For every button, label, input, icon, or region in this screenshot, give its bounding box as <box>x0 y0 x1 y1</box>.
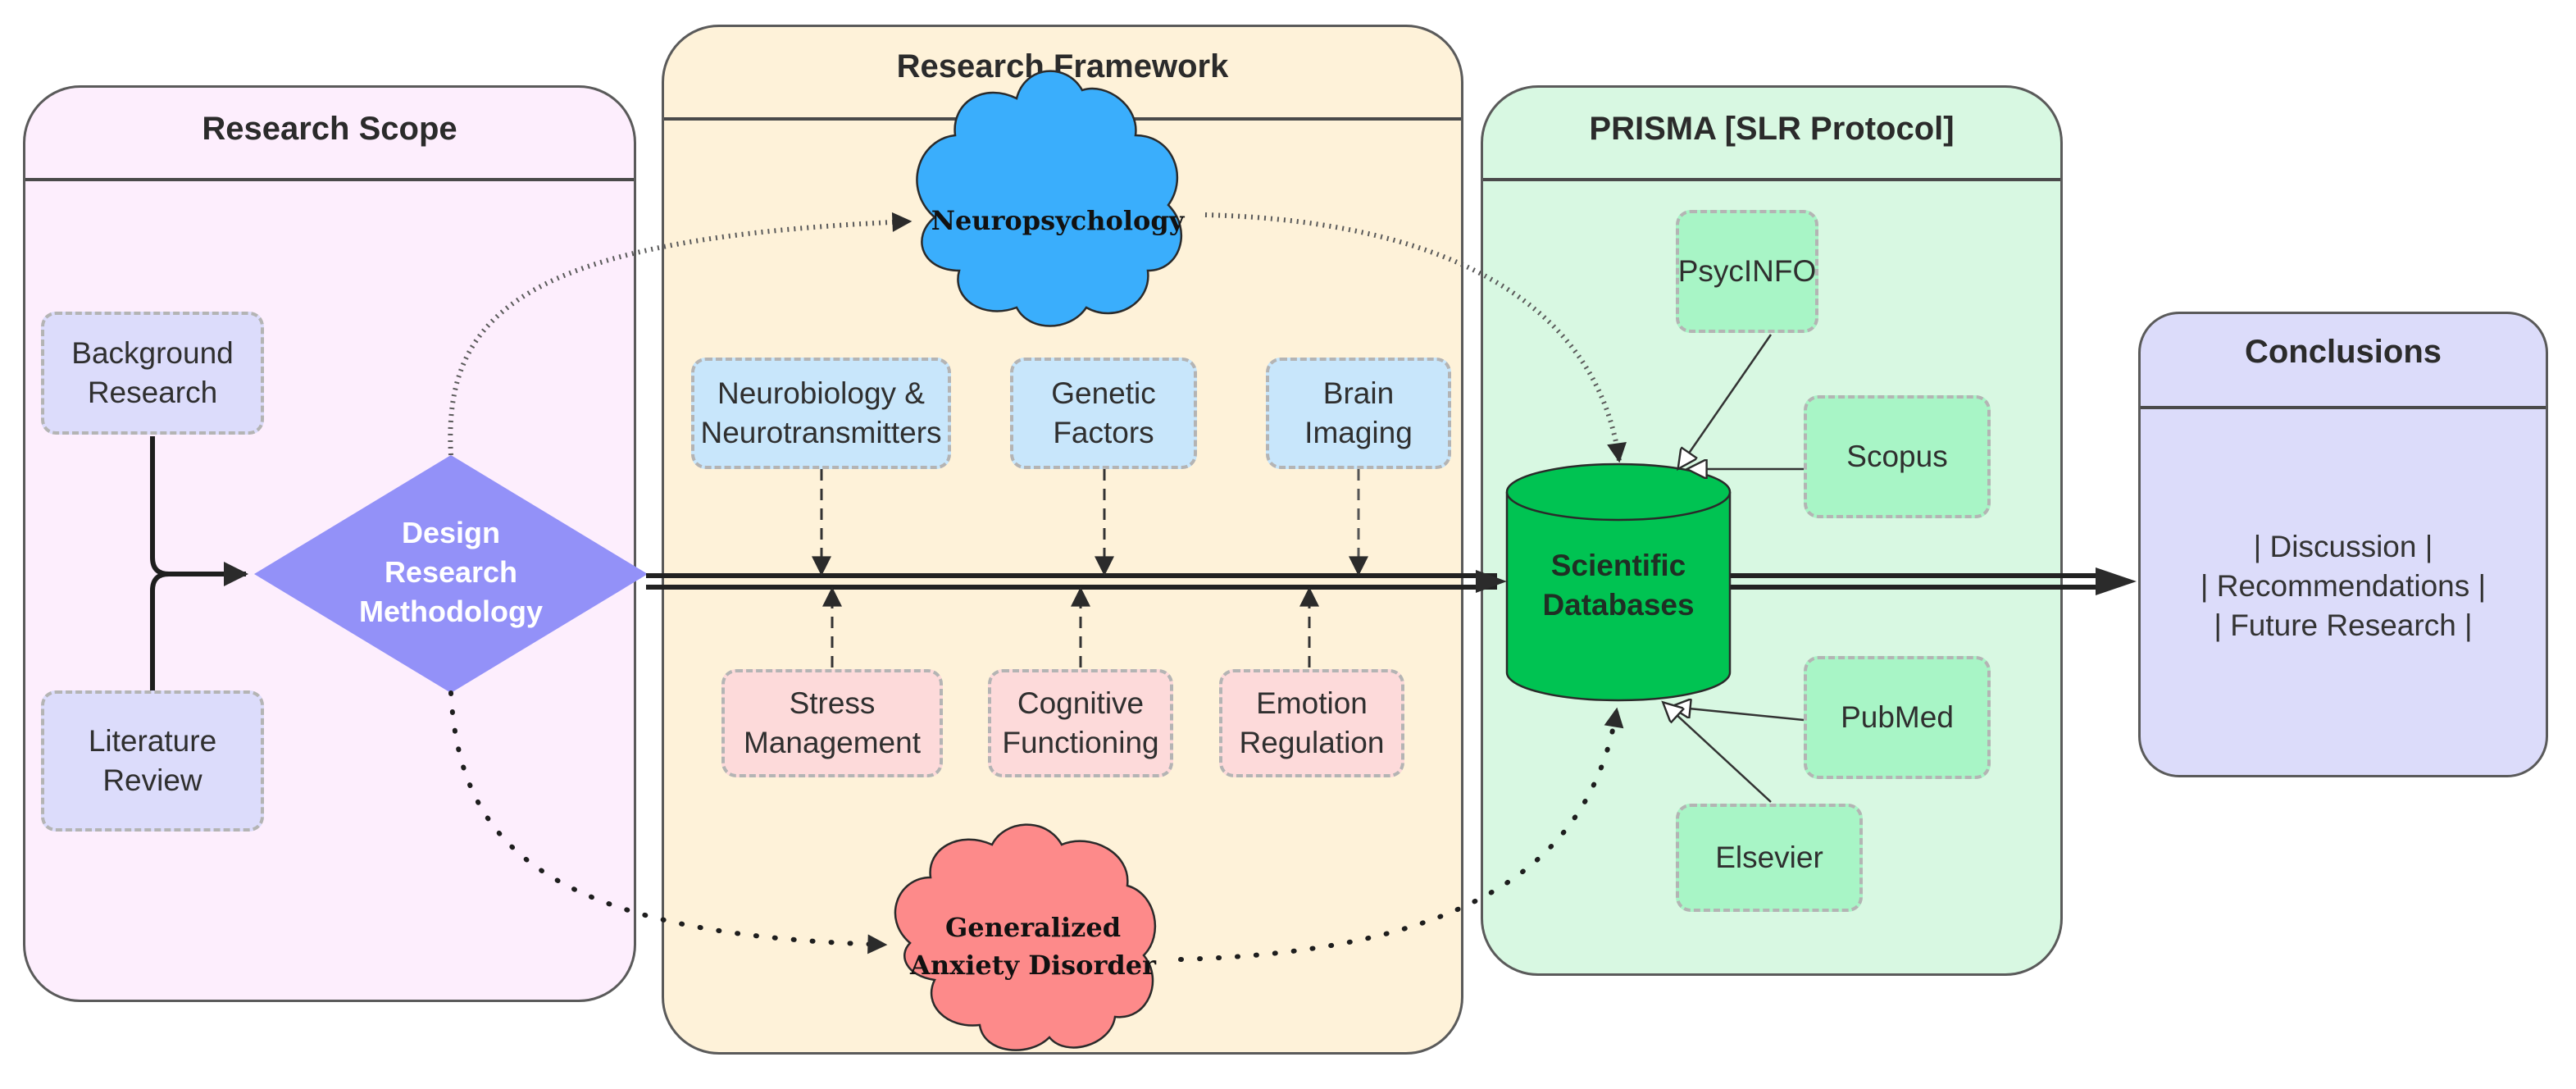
factor-genetic: Genetic Factors <box>1010 358 1197 469</box>
factor-stress: Stress Management <box>721 669 943 777</box>
source-pubmed: PubMed <box>1804 656 1991 779</box>
source-elsevier: Elsevier <box>1676 804 1863 912</box>
design-methodology-label: Design Research Methodology <box>359 516 543 628</box>
neuropsychology-label: Neuropsychology <box>931 205 1185 236</box>
background-research-box: Background Research <box>41 312 264 435</box>
source-scopus: Scopus <box>1804 395 1991 518</box>
research-framework-title: Research Framework <box>896 48 1229 84</box>
literature-review-box: Literature Review <box>41 690 264 832</box>
factor-neurobiology: Neurobiology & Neurotransmitters <box>691 358 951 469</box>
factor-emotion: Emotion Regulation <box>1219 669 1404 777</box>
research-framework-divider <box>664 117 1461 121</box>
conclusions-divider <box>2141 406 2546 409</box>
research-scope-divider <box>25 178 634 181</box>
factor-cognitive: Cognitive Functioning <box>988 669 1173 777</box>
factor-brain-imaging: Brain Imaging <box>1266 358 1451 469</box>
prisma-divider <box>1483 178 2060 181</box>
source-psycinfo: PsycINFO <box>1676 210 1818 333</box>
conclusions-body: | Discussion | | Recommendations | | Fut… <box>2200 530 2487 642</box>
prisma-title: PRISMA [SLR Protocol] <box>1589 111 1955 147</box>
output-flow-arrowhead <box>2096 567 2137 595</box>
conclusions-panel: Conclusions | Discussion | | Recommendat… <box>2138 312 2548 777</box>
research-framework-panel: Research Framework <box>662 25 1463 1055</box>
research-scope-title: Research Scope <box>202 111 457 147</box>
scientific-databases-label: Scientific Databases <box>1542 549 1695 622</box>
gad-label: Generalized Anxiety Disorder <box>910 912 1156 981</box>
conclusions-title: Conclusions <box>2244 334 2442 370</box>
